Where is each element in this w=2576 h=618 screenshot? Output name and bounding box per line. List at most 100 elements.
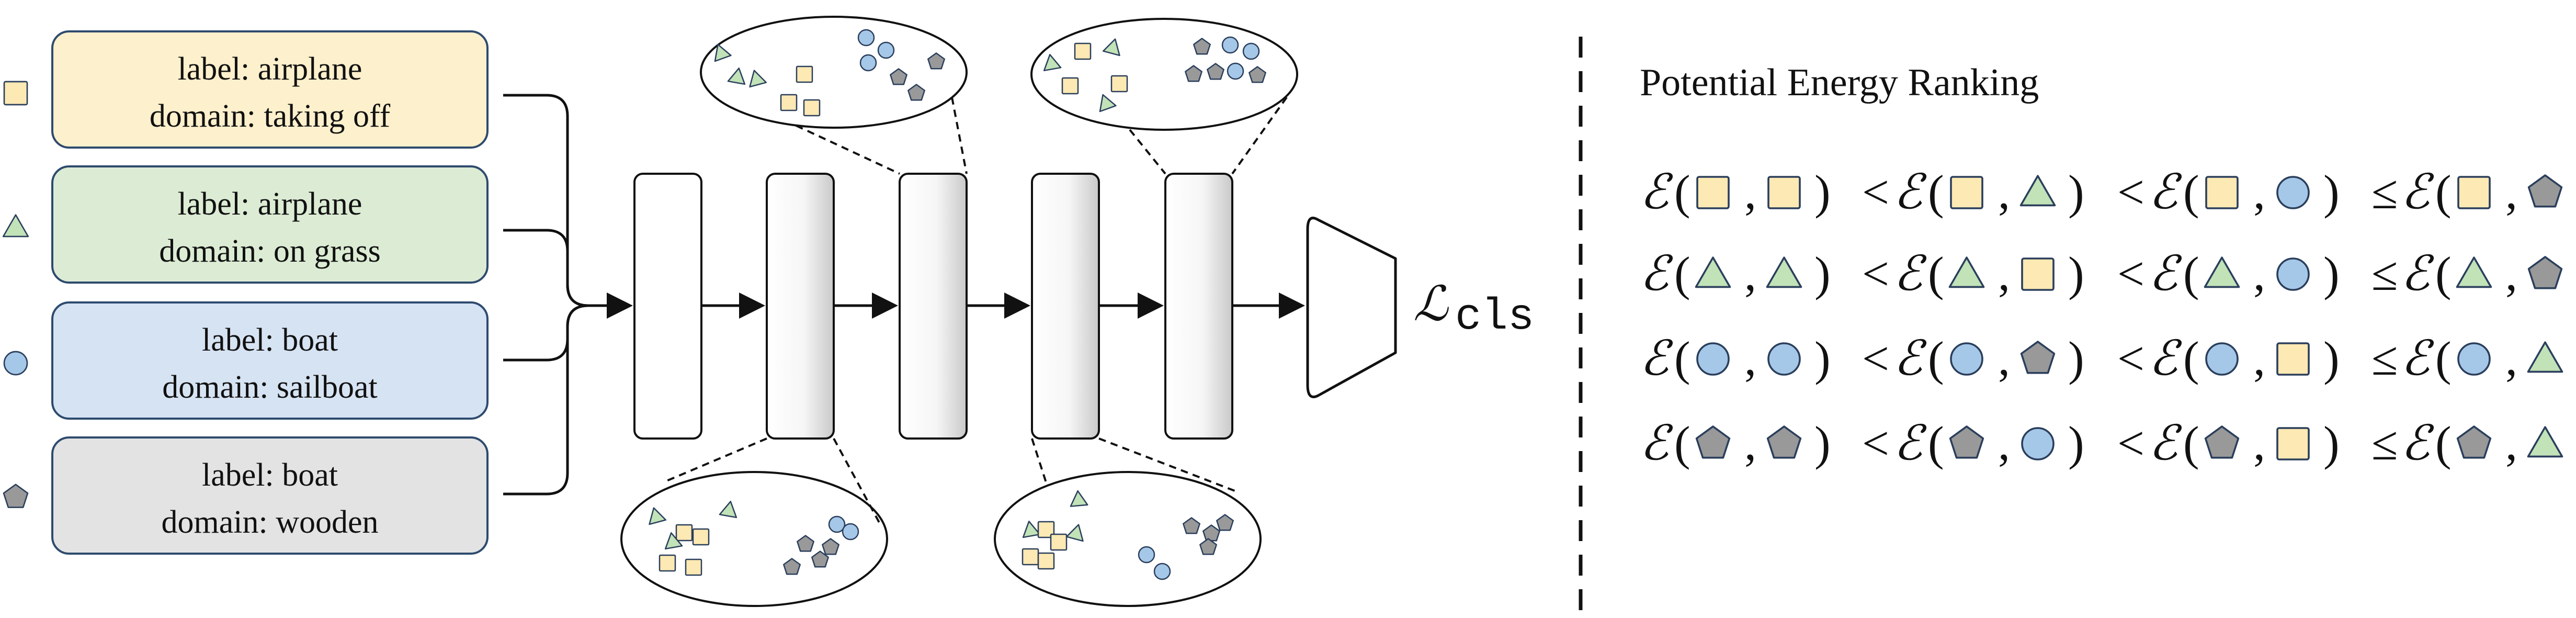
paren-close: ) <box>1814 165 1831 219</box>
energy-symbol: ℰ <box>2401 165 2434 219</box>
pentagon-icon <box>1949 425 1984 459</box>
energy-symbol: ℰ <box>2149 332 2182 385</box>
square-icon <box>1696 176 1730 209</box>
paren-close: ) <box>2068 165 2084 219</box>
comparison-operator: ≤ <box>2371 417 2398 470</box>
square-icon <box>3 81 28 106</box>
circle-icon <box>842 523 859 541</box>
paren-open: ( <box>1928 332 1944 385</box>
square-icon <box>796 65 813 83</box>
square-icon <box>803 99 821 117</box>
comparison-operator: < <box>2117 165 2144 219</box>
comparison-operator: ≤ <box>2371 247 2398 300</box>
square-icon <box>1037 521 1055 538</box>
paren-open: ( <box>2435 417 2452 470</box>
square-icon <box>2205 176 2239 209</box>
square-icon <box>1061 77 1079 95</box>
paren-close: ) <box>1814 332 1831 385</box>
energy-symbol: ℰ <box>2149 247 2182 300</box>
pentagon-icon <box>890 68 907 85</box>
paren-open: ( <box>2183 417 2199 470</box>
energy-term: ℰ(,) <box>2149 417 2340 470</box>
paren-close: ) <box>1814 417 1831 470</box>
domain-name: domain: taking off <box>150 98 391 134</box>
domain-box <box>51 30 489 149</box>
classifier-head <box>1306 217 1397 398</box>
comma: , <box>1998 417 2010 470</box>
energy-symbol: ℰ <box>2149 417 2182 470</box>
triangle-icon <box>2527 426 2563 458</box>
paren-close: ) <box>2068 247 2084 300</box>
paren-close: ) <box>1814 247 1831 300</box>
ranking-row: ℰ(,)<ℰ(,)<ℰ(,)≤ℰ(,) <box>1640 417 2576 470</box>
pentagon-icon <box>2527 174 2563 208</box>
domain-name: domain: wooden <box>162 504 379 540</box>
paren-open: ( <box>2435 332 2452 385</box>
triangle-icon <box>1065 524 1084 542</box>
pentagon-icon <box>797 535 814 552</box>
domain-box <box>51 165 489 284</box>
circle-icon <box>2021 427 2055 460</box>
feature-ellipses <box>620 16 1298 607</box>
energy-symbol: ℰ <box>1640 417 1673 470</box>
energy-term: ℰ(,) <box>1893 332 2084 385</box>
square-icon <box>685 558 702 576</box>
domain-label: label: boat <box>202 457 338 493</box>
square-icon <box>2457 176 2491 209</box>
domain-box-boat-wooden: label: boat domain: wooden <box>3 436 489 555</box>
input-merge-connectors <box>503 94 633 496</box>
comma: , <box>1744 332 1756 385</box>
circle-icon <box>1221 36 1239 54</box>
pentagon-icon <box>2204 425 2240 459</box>
network-block-5 <box>1164 173 1233 440</box>
triangle-icon <box>2527 341 2563 373</box>
triangle-icon <box>1948 256 1985 288</box>
network-block-2 <box>766 173 835 440</box>
circle-icon <box>1138 546 1155 564</box>
energy-term: ℰ(,) <box>2401 165 2576 219</box>
triangle-icon <box>719 501 737 519</box>
circle-icon <box>2205 342 2239 376</box>
square-icon <box>1037 552 1055 570</box>
paren-close: ) <box>2323 165 2340 219</box>
paren-open: ( <box>1674 417 1690 470</box>
square-icon <box>659 554 676 572</box>
ranking-row: ℰ(,)<ℰ(,)<ℰ(,)≤ℰ(,) <box>1640 332 2576 385</box>
triangle-icon <box>664 532 683 550</box>
pentagon-icon <box>1216 514 1234 531</box>
triangle-icon <box>649 507 667 525</box>
network-block-3 <box>899 173 968 440</box>
comma: , <box>1744 247 1756 300</box>
pentagon-icon <box>927 52 945 70</box>
energy-symbol: ℰ <box>2401 417 2434 470</box>
domain-name: domain: sailboat <box>162 369 378 405</box>
comparison-operator: < <box>2117 417 2144 470</box>
square-icon <box>2276 342 2310 376</box>
square-icon <box>675 524 693 542</box>
ranking-panel: Potential Energy Ranking ℰ(,)<ℰ(,)<ℰ(,)≤… <box>1640 61 2576 470</box>
square-icon <box>3 81 28 106</box>
paren-open: ( <box>2183 332 2199 385</box>
pentagon-icon <box>1199 538 1217 555</box>
pentagon-icon <box>783 558 801 575</box>
circle-icon <box>828 515 846 533</box>
paren-open: ( <box>1674 332 1690 385</box>
triangle-icon <box>1766 256 1802 288</box>
energy-symbol: ℰ <box>1893 247 1927 300</box>
paren-close: ) <box>2323 417 2340 470</box>
energy-term: ℰ(,) <box>1640 165 1831 219</box>
zoom-lines <box>665 96 1288 526</box>
energy-term: ℰ(,) <box>1893 417 2084 470</box>
energy-term: ℰ(,) <box>1893 165 2084 219</box>
triangle-icon <box>2 214 29 238</box>
feature-ellipse-top-2 <box>1030 18 1298 131</box>
domain-inputs: label: airplane domain: taking off label… <box>2 30 489 555</box>
comma: , <box>1998 332 2010 385</box>
circle-icon <box>1767 342 1801 376</box>
circle-icon <box>857 29 875 47</box>
domain-label: label: airplane <box>178 186 362 222</box>
pentagon-icon <box>1695 425 1731 459</box>
circle-icon <box>859 54 877 72</box>
triangle-icon <box>1022 521 1041 538</box>
